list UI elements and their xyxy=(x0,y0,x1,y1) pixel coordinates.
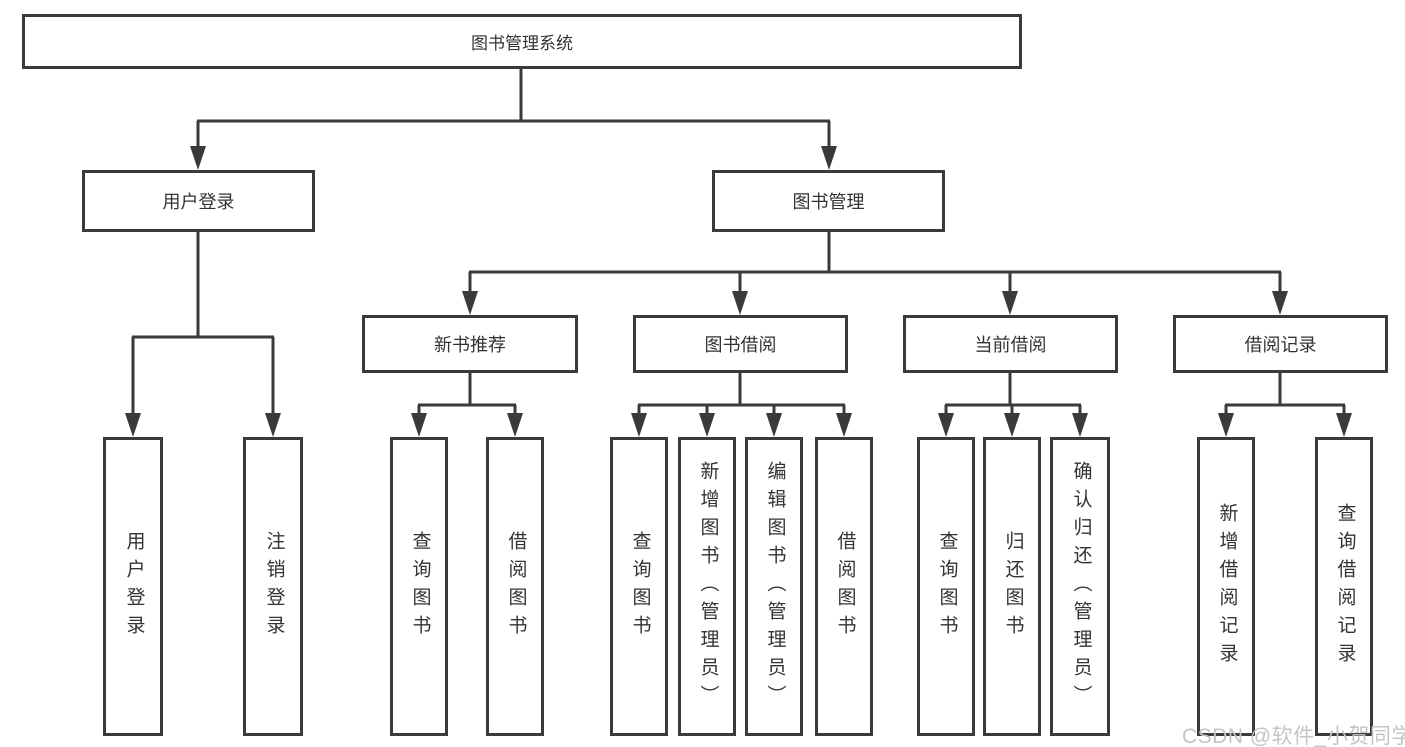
node-book-borrowing: 图书借阅 xyxy=(633,315,848,373)
leaf-query-books-current: 查询图书 xyxy=(917,437,975,736)
leaf-query-borrow-record: 查询借阅记录 xyxy=(1315,437,1373,736)
leaf-query-books-rec: 查询图书 xyxy=(390,437,448,736)
leaf-borrow-books-rec-label: 借阅图书 xyxy=(505,530,527,643)
watermark: CSDN @软件_小贺同学 xyxy=(1182,725,1405,747)
arrowheads xyxy=(125,146,1352,437)
node-user-login: 用户登录 xyxy=(82,170,315,232)
leaf-confirm-return-admin-label: 确认归还（管理员） xyxy=(1070,460,1092,713)
leaf-return-books-label: 归还图书 xyxy=(1002,530,1024,643)
node-new-book-recommendation: 新书推荐 xyxy=(362,315,578,373)
node-current-borrowing: 当前借阅 xyxy=(903,315,1118,373)
leaf-edit-books-admin: 编辑图书（管理员） xyxy=(745,437,803,736)
leaf-query-books-borrow-label: 查询图书 xyxy=(629,530,651,643)
node-library-management-system: 图书管理系统 xyxy=(22,14,1022,69)
leaf-borrow-books: 借阅图书 xyxy=(815,437,873,736)
leaf-logout: 注销登录 xyxy=(243,437,303,736)
leaf-user-login: 用户登录 xyxy=(103,437,163,736)
leaf-return-books: 归还图书 xyxy=(983,437,1041,736)
node-book-management: 图书管理 xyxy=(712,170,945,232)
leaf-confirm-return-admin: 确认归还（管理员） xyxy=(1050,437,1110,736)
leaf-query-books-current-label: 查询图书 xyxy=(936,530,958,643)
leaf-add-borrow-record-label: 新增借阅记录 xyxy=(1216,502,1238,671)
leaf-borrow-books-rec: 借阅图书 xyxy=(486,437,544,736)
leaf-query-books-borrow: 查询图书 xyxy=(610,437,668,736)
leaf-add-books-admin-label: 新增图书（管理员） xyxy=(697,460,719,713)
leaf-borrow-books-label: 借阅图书 xyxy=(834,530,856,643)
node-borrowing-records: 借阅记录 xyxy=(1173,315,1388,373)
leaf-query-books-rec-label: 查询图书 xyxy=(409,530,431,643)
leaf-logout-label: 注销登录 xyxy=(263,530,285,643)
leaf-edit-books-admin-label: 编辑图书（管理员） xyxy=(764,460,786,713)
leaf-user-login-label: 用户登录 xyxy=(123,530,145,643)
leaf-add-books-admin: 新增图书（管理员） xyxy=(678,437,736,736)
leaf-add-borrow-record: 新增借阅记录 xyxy=(1197,437,1255,736)
leaf-query-borrow-record-label: 查询借阅记录 xyxy=(1334,502,1356,671)
